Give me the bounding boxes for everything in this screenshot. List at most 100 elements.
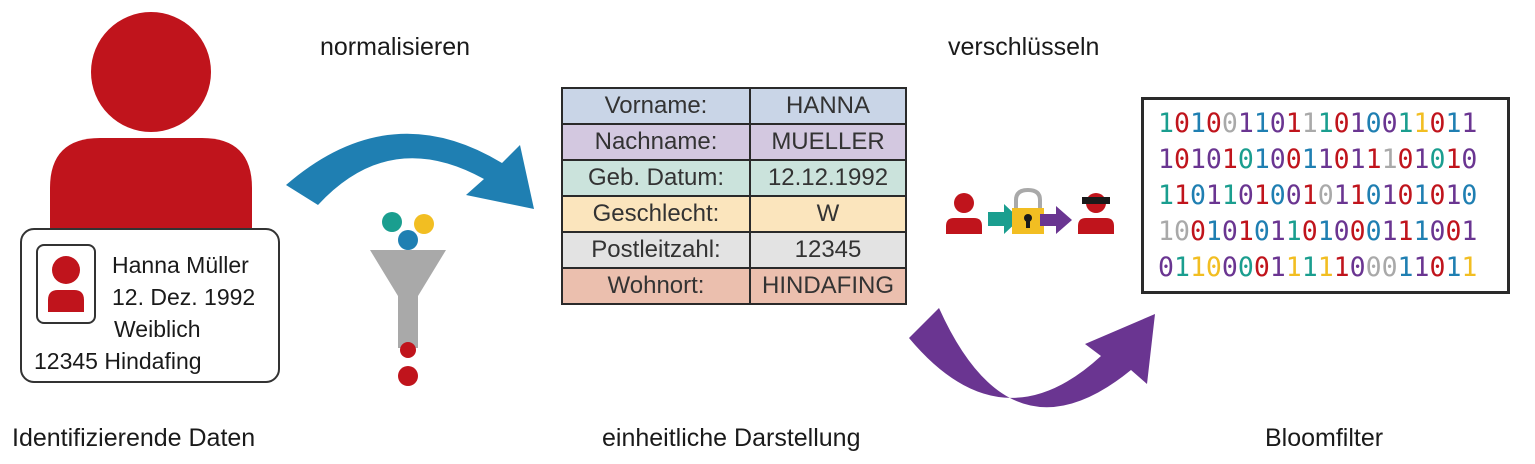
bloom-bit: 1 [1285,252,1302,283]
bloom-bit: 1 [1221,180,1238,211]
bloom-bit: 1 [1301,180,1318,211]
caption-identifying-data: Identifizierende Daten [12,424,256,452]
bloom-row: 11011010010110101010 [1158,178,1507,214]
id-card-photo [36,244,96,324]
bloom-bit: 1 [1189,144,1206,175]
bloom-bit: 0 [1253,216,1270,247]
bloom-bit: 0 [1158,252,1174,283]
bloom-bit: 1 [1461,216,1478,247]
bloom-bit: 0 [1365,252,1382,283]
caption-normalize: normalisieren [320,33,471,61]
caption-bloom-filter: Bloomfilter [1265,424,1384,452]
row-key: Wohnort: [561,267,751,305]
bloom-bit: 1 [1397,108,1414,139]
bloom-bit: 0 [1365,108,1382,139]
bloom-bit: 1 [1173,252,1190,283]
bloom-bit: 1 [1158,180,1174,211]
bloom-bit: 0 [1381,108,1398,139]
bloom-bit: 1 [1301,108,1318,139]
bloom-bit: 0 [1221,252,1238,283]
bloom-bit: 1 [1413,144,1430,175]
table-row: Geb. Datum: 12.12.1992 [561,159,907,197]
row-key: Postleitzahl: [561,231,751,269]
bloom-bit: 0 [1429,144,1446,175]
bloom-bit: 0 [1237,144,1254,175]
bloom-bit: 1 [1269,216,1286,247]
bloom-bit: 0 [1365,216,1382,247]
bloom-row: 10100110111010011011 [1158,106,1507,142]
bloom-bit: 1 [1413,108,1430,139]
bloom-bit: 1 [1413,252,1430,283]
bloom-bit: 1 [1365,144,1382,175]
bloom-bit: 0 [1189,180,1206,211]
bloom-bit: 1 [1461,252,1478,283]
bloom-bit: 0 [1269,108,1286,139]
bloom-bit: 1 [1317,108,1334,139]
bloom-bit: 0 [1285,144,1302,175]
bloom-bit: 1 [1445,180,1462,211]
bloom-bit: 1 [1301,144,1318,175]
person-small-icon [48,256,84,312]
bloom-bit: 0 [1365,180,1382,211]
bloom-bit: 0 [1333,144,1350,175]
bloom-bit: 0 [1349,216,1366,247]
row-value: HANNA [749,87,907,125]
table-row: Postleitzahl: 12345 [561,231,907,269]
bloom-bit: 1 [1381,144,1398,175]
encryption-icon [946,187,1114,234]
bloom-bit: 0 [1189,216,1206,247]
bloom-bit: 1 [1269,252,1286,283]
bloom-bit: 1 [1445,252,1462,283]
card-birthdate: 12. Dez. 1992 [112,284,256,310]
caption-encrypt: verschlüsseln [948,33,1100,61]
bloom-row: 10010101101000111001 [1158,214,1507,250]
bloom-bit: 1 [1189,252,1206,283]
table-row: Wohnort: HINDAFING [561,267,907,305]
row-value: 12345 [749,231,907,269]
bloom-bit: 1 [1237,108,1254,139]
bloom-bit: 0 [1237,180,1254,211]
bloom-bit: 1 [1333,180,1350,211]
bloom-bit: 1 [1173,180,1190,211]
bloom-bit: 0 [1429,180,1446,211]
table-row: Nachname: MUELLER [561,123,907,161]
bloom-bit: 1 [1285,108,1302,139]
person-large-icon [50,12,252,230]
bloom-bit: 0 [1285,180,1302,211]
bloom-bit: 1 [1158,216,1174,247]
bloom-bit: 0 [1269,180,1286,211]
bloom-row: 10101010011011101010 [1158,142,1507,178]
bloom-bit: 0 [1221,108,1238,139]
card-address: 12345 Hindafing [34,348,202,374]
bloom-bit: 1 [1413,216,1430,247]
table-row: Geschlecht: W [561,195,907,233]
id-card: Hanna Müller 12. Dez. 1992 Weiblich 1234… [20,228,280,383]
bloom-bit: 1 [1381,216,1398,247]
funnel-icon [370,212,446,386]
bloom-bit: 1 [1205,180,1222,211]
bloom-bit: 1 [1158,108,1174,139]
row-value: MUELLER [749,123,907,161]
caption-uniform-representation: einheitliche Darstellung [602,424,861,452]
bloom-bit: 0 [1173,216,1190,247]
row-key: Nachname: [561,123,751,161]
bloom-bit: 1 [1237,216,1254,247]
bloom-bit: 1 [1333,252,1350,283]
row-value: W [749,195,907,233]
bloom-bit: 1 [1445,144,1462,175]
bloom-bit: 1 [1445,108,1462,139]
bloom-bit: 1 [1349,180,1366,211]
bloom-bit: 0 [1269,144,1286,175]
bloom-bit: 1 [1253,180,1270,211]
bloom-bit: 0 [1173,108,1190,139]
bloom-bit: 0 [1205,108,1222,139]
bloom-bit: 0 [1237,252,1254,283]
row-key: Geb. Datum: [561,159,751,197]
bloom-bit: 1 [1253,144,1270,175]
normalize-arrow-icon [286,133,534,209]
row-value: HINDAFING [749,267,907,305]
card-name: Hanna Müller [112,252,249,278]
bloom-bit: 0 [1429,108,1446,139]
bloom-bit: 1 [1413,180,1430,211]
bloom-bit: 1 [1349,108,1366,139]
